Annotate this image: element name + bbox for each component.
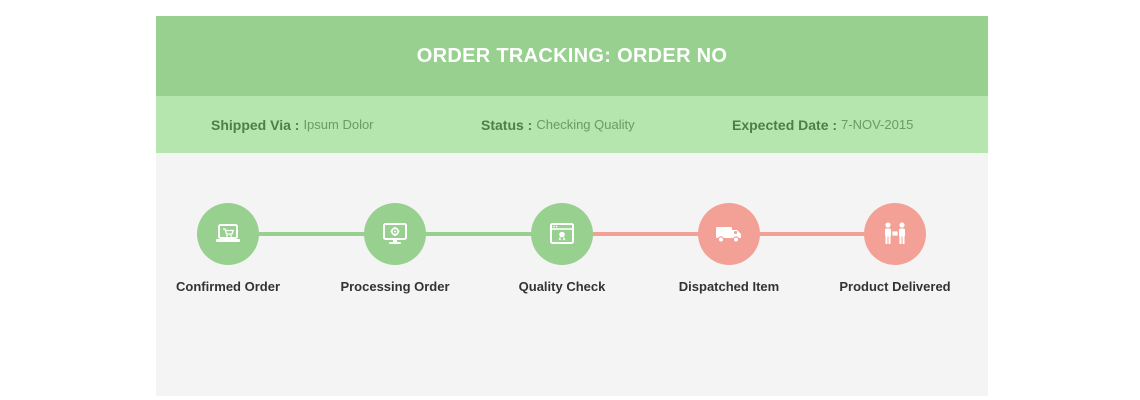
step-circle — [698, 203, 760, 265]
status-label: Status : — [481, 116, 533, 133]
step-label: Product Delivered — [839, 279, 951, 294]
step-product-delivered: Product Delivered — [820, 203, 970, 294]
step-label: Confirmed Order — [175, 279, 280, 294]
shipped-via-value: Ipsum Dolor — [303, 117, 374, 132]
step-quality-check: Quality Check — [487, 203, 637, 294]
status-value: Checking Quality — [536, 117, 635, 132]
order-tracking-card: ORDER TRACKING: ORDER NO Shipped Via : I… — [156, 16, 988, 396]
step-processing-order: Processing Order — [320, 203, 470, 294]
expected-date-label: Expected Date : — [732, 116, 838, 133]
step-label: Processing Order — [340, 279, 450, 294]
step-circle — [364, 203, 426, 265]
step-label: Quality Check — [518, 279, 606, 294]
delivery-truck-icon — [715, 224, 743, 244]
shipped-via-label: Shipped Via : — [211, 116, 300, 133]
step-circle — [197, 203, 259, 265]
status-info: Status : Checking Quality — [481, 96, 635, 153]
step-circle — [864, 203, 926, 265]
order-info-bar: Shipped Via : Ipsum Dolor Status : Check… — [156, 96, 988, 153]
handover-people-icon — [881, 221, 909, 247]
step-label: Dispatched Item — [678, 279, 780, 294]
laptop-cart-icon — [215, 223, 241, 245]
expected-date-value: 7-NOV-2015 — [841, 117, 914, 132]
monitor-gear-icon — [382, 222, 408, 246]
step-dispatched-item: Dispatched Item — [654, 203, 804, 294]
shipped-via-info: Shipped Via : Ipsum Dolor — [211, 96, 374, 153]
tracking-header: ORDER TRACKING: ORDER NO — [156, 16, 988, 96]
expected-date-info: Expected Date : 7-NOV-2015 — [732, 96, 913, 153]
step-circle — [531, 203, 593, 265]
step-confirmed-order: Confirmed Order — [153, 203, 303, 294]
progress-tracker: Confirmed Order Processing Order — [156, 153, 988, 396]
window-badge-icon — [549, 222, 575, 246]
page-title: ORDER TRACKING: ORDER NO — [416, 44, 728, 67]
